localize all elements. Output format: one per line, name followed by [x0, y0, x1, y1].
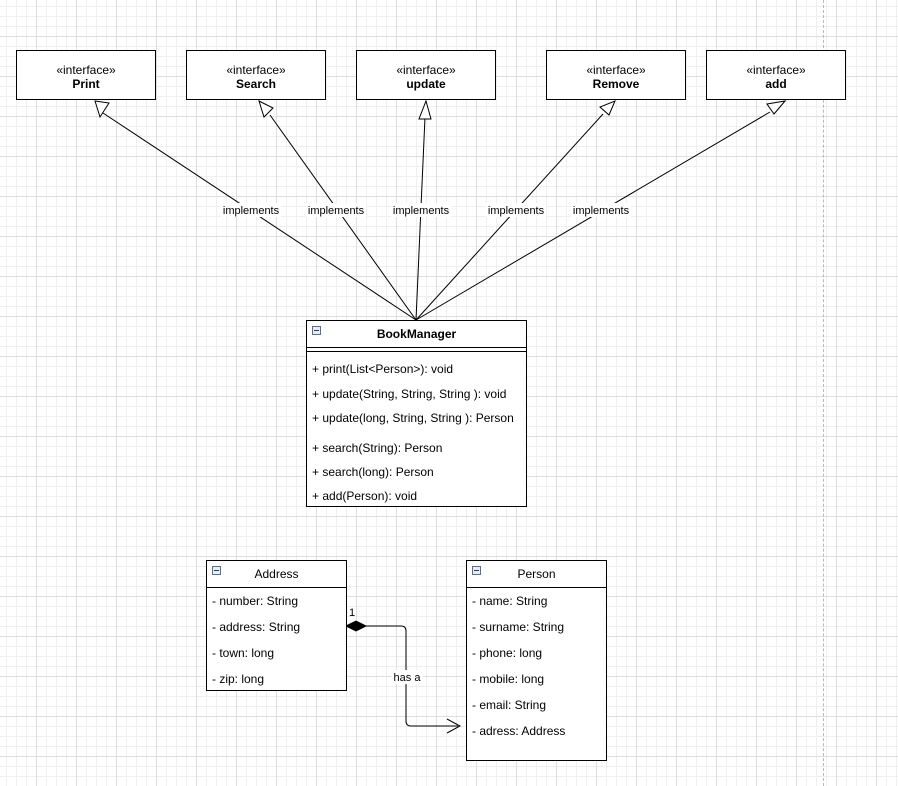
- operation-row[interactable]: + update(String, String, String ): void: [312, 387, 507, 401]
- operation-row[interactable]: + add(Person): void: [312, 489, 418, 503]
- class-name: BookManager: [376, 327, 457, 341]
- attribute-row[interactable]: - address: String: [212, 620, 301, 634]
- class-name: Address: [254, 567, 299, 581]
- interface-name: add: [765, 77, 787, 91]
- page-break-line: [823, 0, 824, 786]
- interface-stereotype: «interface»: [56, 63, 116, 77]
- composition-diamond-icon: [344, 620, 368, 632]
- class-header[interactable]: BookManager: [307, 321, 526, 348]
- association-label: has a: [394, 672, 422, 684]
- implements-label-remove: implements: [488, 205, 545, 217]
- attribute-row[interactable]: - town: long: [212, 646, 275, 660]
- attribute-row[interactable]: - email: String: [472, 698, 547, 712]
- label-bg: [391, 203, 451, 217]
- interface-add[interactable]: «interface» add: [706, 50, 846, 100]
- collapse-icon[interactable]: [472, 566, 481, 575]
- class-address[interactable]: Address - number: String - address: Stri…: [206, 560, 347, 691]
- interface-stereotype: «interface»: [586, 63, 646, 77]
- operation-row[interactable]: + search(String): Person: [312, 441, 443, 455]
- implements-label-search: implements: [308, 205, 365, 217]
- interface-name: Print: [72, 77, 100, 91]
- operation-row[interactable]: + update(long, String, String ): Person: [312, 411, 514, 425]
- label-bg: [221, 203, 281, 217]
- label-bg: [486, 203, 546, 217]
- interface-remove[interactable]: «interface» Remove: [546, 50, 686, 100]
- implements-edge-update[interactable]: [415, 99, 432, 321]
- class-header[interactable]: Address: [207, 561, 346, 588]
- label-bg: [391, 670, 423, 684]
- interface-update[interactable]: «interface» update: [356, 50, 496, 100]
- class-person[interactable]: Person - name: String - surname: String …: [466, 560, 607, 761]
- implements-edge-search[interactable]: [258, 100, 417, 321]
- implements-label-update: implements: [393, 205, 450, 217]
- label-bg: [571, 203, 631, 217]
- class-header[interactable]: Person: [467, 561, 606, 588]
- interface-print[interactable]: «interface» Print: [16, 50, 156, 100]
- multiplicity-label: 1: [349, 607, 355, 619]
- interface-stereotype: «interface»: [226, 63, 286, 77]
- attributes-compartment: [307, 348, 526, 352]
- collapse-icon[interactable]: [212, 566, 221, 575]
- class-bookmanager[interactable]: BookManager + print(List<Person>): void …: [306, 320, 527, 507]
- label-bg: [306, 203, 366, 217]
- operation-row[interactable]: + search(long): Person: [312, 465, 434, 479]
- interface-name: Search: [235, 77, 277, 91]
- interface-stereotype: «interface»: [396, 63, 456, 77]
- attribute-row[interactable]: - number: String: [212, 594, 299, 608]
- open-arrowhead-icon: [446, 718, 462, 734]
- attribute-row[interactable]: - adress: Address: [472, 724, 566, 738]
- attribute-row[interactable]: - mobile: long: [472, 672, 545, 686]
- attribute-row[interactable]: - phone: long: [472, 646, 543, 660]
- attribute-row[interactable]: - zip: long: [212, 672, 265, 686]
- interface-search[interactable]: «interface» Search: [186, 50, 326, 100]
- attribute-row[interactable]: - surname: String: [472, 620, 565, 634]
- interface-stereotype: «interface»: [746, 63, 806, 77]
- class-name: Person: [517, 567, 556, 581]
- operation-row[interactable]: + print(List<Person>): void: [312, 362, 454, 376]
- implements-label-add: implements: [573, 205, 630, 217]
- collapse-icon[interactable]: [312, 326, 321, 335]
- implements-label-print: implements: [223, 205, 280, 217]
- interface-name: update: [406, 77, 446, 91]
- interface-name: Remove: [592, 77, 640, 91]
- attribute-row[interactable]: - name: String: [472, 594, 548, 608]
